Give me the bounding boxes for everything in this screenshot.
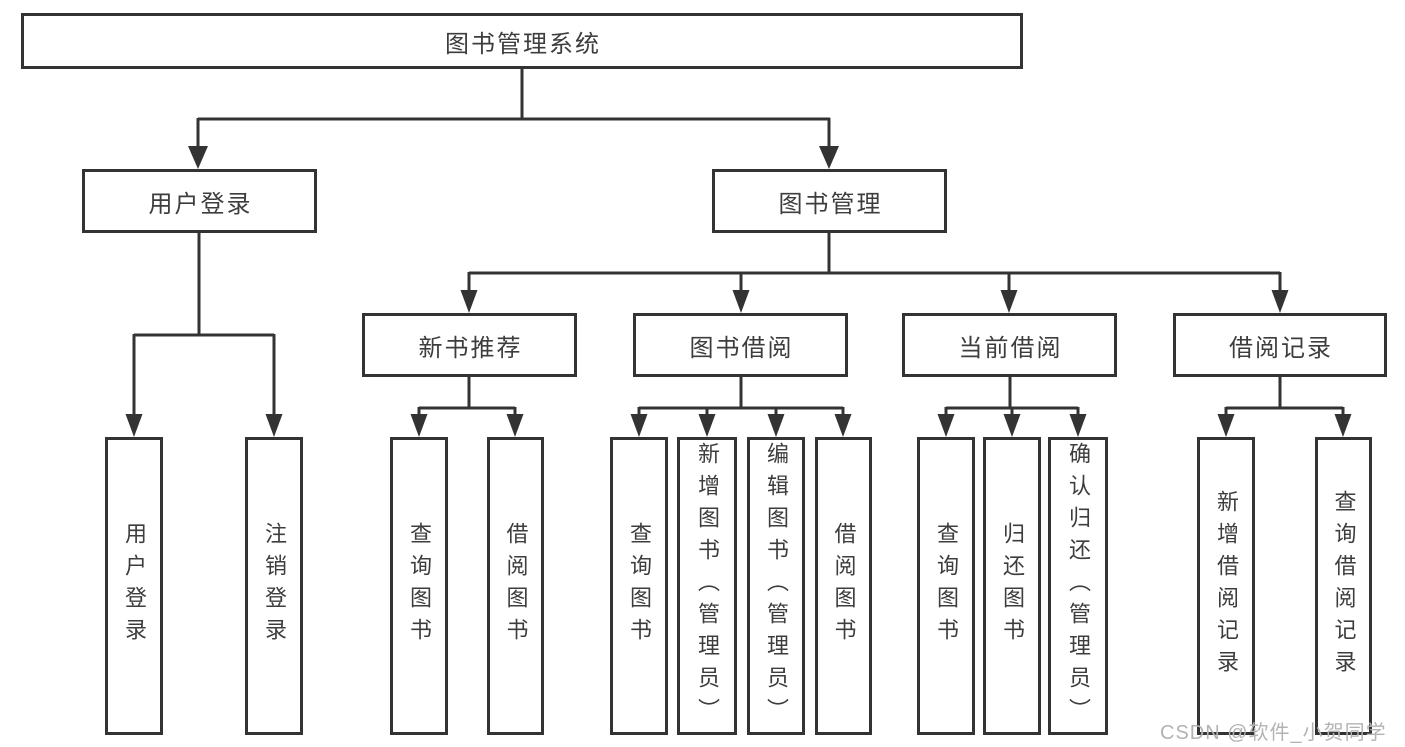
- leaf-add-borrow-record: 新增借阅记录: [1197, 437, 1255, 735]
- leaf-query-book-current: 查询图书: [917, 437, 975, 735]
- node-label: 新增图书（管理员）: [695, 442, 720, 730]
- node-label: 归还图书: [1000, 522, 1025, 650]
- leaf-query-book-borrow: 查询图书: [610, 437, 668, 735]
- node-current-borrow: 当前借阅: [902, 313, 1117, 377]
- node-label: 用户登录: [122, 522, 147, 650]
- node-label: 借阅图书: [503, 522, 529, 650]
- node-label: 借阅图书: [831, 522, 857, 650]
- leaf-borrow-book: 借阅图书: [815, 437, 872, 735]
- leaf-query-borrow-record: 查询借阅记录: [1315, 437, 1372, 735]
- node-label: 查询图书: [407, 522, 432, 650]
- node-label: 图书管理: [778, 190, 883, 218]
- node-label: 查询借阅记录: [1331, 490, 1357, 682]
- node-label: 查询图书: [627, 522, 652, 650]
- node-label: 注销登录: [262, 522, 287, 650]
- leaf-user-login: 用户登录: [105, 437, 163, 735]
- node-label: 用户登录: [148, 190, 253, 218]
- leaf-edit-book-admin: 编辑图书（管理员）: [747, 437, 805, 735]
- node-root-library-system: 图书管理系统: [21, 13, 1023, 69]
- leaf-add-book-admin: 新增图书（管理员）: [677, 437, 737, 735]
- csdn-watermark: CSDN @软件_小贺同学: [1160, 722, 1387, 744]
- leaf-borrow-book-recommend: 借阅图书: [487, 437, 544, 735]
- node-label: 当前借阅: [958, 334, 1063, 362]
- node-label: 新增借阅记录: [1214, 490, 1239, 682]
- leaf-confirm-return-admin: 确认归还（管理员）: [1048, 437, 1108, 735]
- leaf-logout: 注销登录: [245, 437, 303, 735]
- node-borrow-records: 借阅记录: [1173, 313, 1387, 377]
- node-label: 借阅记录: [1229, 334, 1333, 362]
- node-book-management: 图书管理: [712, 169, 947, 233]
- node-label: 确认归还（管理员）: [1066, 442, 1091, 730]
- edge-arrowheads: [125, 146, 1352, 437]
- node-label: 图书借阅: [689, 334, 794, 362]
- node-new-book-recommend: 新书推荐: [362, 313, 577, 377]
- leaf-query-book-recommend: 查询图书: [390, 437, 448, 735]
- node-label: 查询图书: [934, 522, 959, 650]
- node-label: 新书推荐: [418, 334, 523, 362]
- node-label: 图书管理系统: [445, 30, 601, 58]
- node-user-login: 用户登录: [82, 169, 317, 233]
- leaf-return-book: 归还图书: [983, 437, 1041, 735]
- node-label: 编辑图书（管理员）: [764, 442, 789, 730]
- node-book-borrow: 图书借阅: [633, 313, 848, 377]
